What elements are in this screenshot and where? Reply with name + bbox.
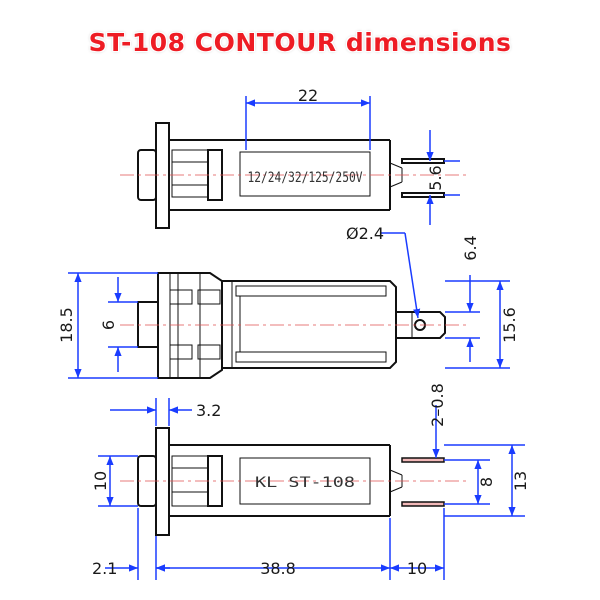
dim-button-diameter: 10 — [91, 471, 110, 491]
dim-hole-diameter: Ø2.4 — [346, 224, 384, 243]
dim-terminal-spacing: 8 — [477, 477, 496, 487]
dim-button-height: 6 — [99, 320, 118, 330]
dim-terminal-length: 10 — [407, 559, 427, 578]
dim-top-length: 22 — [298, 86, 318, 105]
dim-terminal-width: 6.4 — [461, 235, 480, 260]
top-view — [120, 122, 470, 229]
dim-side-height: 15.6 — [500, 307, 519, 343]
dim-top-terminal-gap: 5.6 — [426, 165, 445, 190]
side-dimensions — [68, 232, 510, 379]
dim-overall-height: 18.5 — [57, 307, 76, 343]
diagram-title: ST-108 CONTOUR dimensions — [88, 28, 512, 57]
top-dimensions — [245, 96, 460, 225]
ratings-label: 12/24/32/125/250V — [248, 170, 363, 186]
dim-flange-thickness: 3.2 — [196, 401, 221, 420]
dim-body-length: 38.8 — [260, 559, 296, 578]
dim-terminal-thickness: 2–0.8 — [428, 383, 447, 427]
side-view — [120, 272, 470, 379]
dim-body-width: 13 — [511, 471, 530, 491]
dim-button-extension: 2.1 — [92, 559, 117, 578]
bottom-dimensions — [98, 398, 525, 580]
model-label: KL ST-108 — [255, 475, 355, 491]
